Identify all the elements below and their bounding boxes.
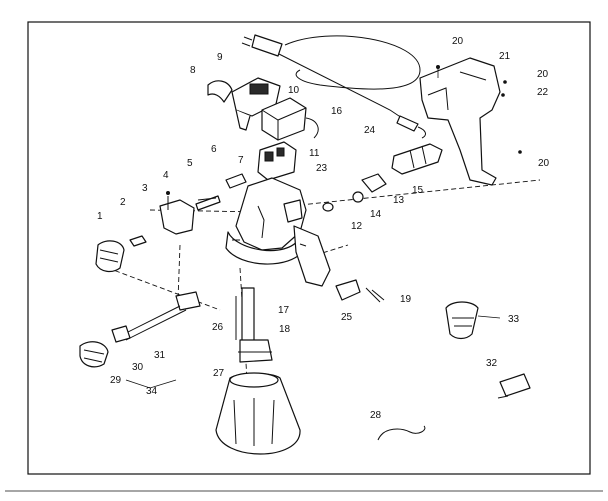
nozzle-parts — [322, 143, 443, 212]
parts-25-19 — [335, 279, 385, 303]
extension-nozzle — [79, 291, 201, 389]
module-11 — [257, 141, 297, 181]
frame-border — [27, 21, 591, 475]
callouts: 1 2 3 4 5 6 7 8 9 10 11 12 13 14 15 16 1… — [97, 36, 550, 421]
hook-28 — [377, 425, 426, 441]
callout-10: 10 — [288, 85, 300, 96]
callout-15: 15 — [412, 185, 424, 196]
callout-34: 34 — [146, 386, 158, 397]
callout-20-top: 20 — [452, 36, 464, 47]
callout-1: 1 — [97, 211, 103, 222]
callout-26: 26 — [212, 322, 224, 333]
part-32 — [497, 373, 531, 399]
callout-4: 4 — [163, 170, 169, 181]
callout-6: 6 — [211, 144, 217, 155]
callout-22: 22 — [537, 87, 549, 98]
callout-23: 23 — [316, 163, 328, 174]
callout-2: 2 — [120, 197, 126, 208]
callout-31: 31 — [154, 350, 166, 361]
power-cord — [241, 34, 426, 139]
callout-13: 13 — [393, 195, 405, 206]
callout-11: 11 — [309, 148, 320, 159]
callout-8: 8 — [190, 65, 196, 76]
callout-19: 19 — [400, 294, 412, 305]
callout-32: 32 — [486, 358, 498, 369]
filter-33 — [445, 301, 501, 340]
callout-33: 33 — [508, 314, 520, 325]
callout-20-lower: 20 — [538, 158, 550, 169]
callout-18: 18 — [279, 324, 291, 335]
callout-27: 27 — [213, 368, 225, 379]
front-parts — [95, 173, 247, 273]
callout-9: 9 — [217, 52, 223, 63]
callout-14: 14 — [370, 209, 382, 220]
callout-29: 29 — [110, 375, 122, 386]
callout-5: 5 — [187, 158, 193, 169]
callout-30: 30 — [132, 362, 144, 373]
cup-assembly — [215, 287, 301, 455]
callout-17: 17 — [278, 305, 290, 316]
callout-12: 12 — [351, 221, 363, 232]
rear-housing — [419, 57, 522, 186]
callout-28: 28 — [370, 410, 382, 421]
callout-25: 25 — [341, 312, 353, 323]
main-body — [225, 177, 331, 287]
callout-20-right: 20 — [537, 69, 549, 80]
callout-24: 24 — [364, 125, 376, 136]
callout-7: 7 — [238, 155, 244, 166]
callout-16: 16 — [331, 106, 343, 117]
coil-16 — [261, 97, 319, 141]
callout-3: 3 — [142, 183, 148, 194]
callout-21: 21 — [499, 51, 511, 62]
